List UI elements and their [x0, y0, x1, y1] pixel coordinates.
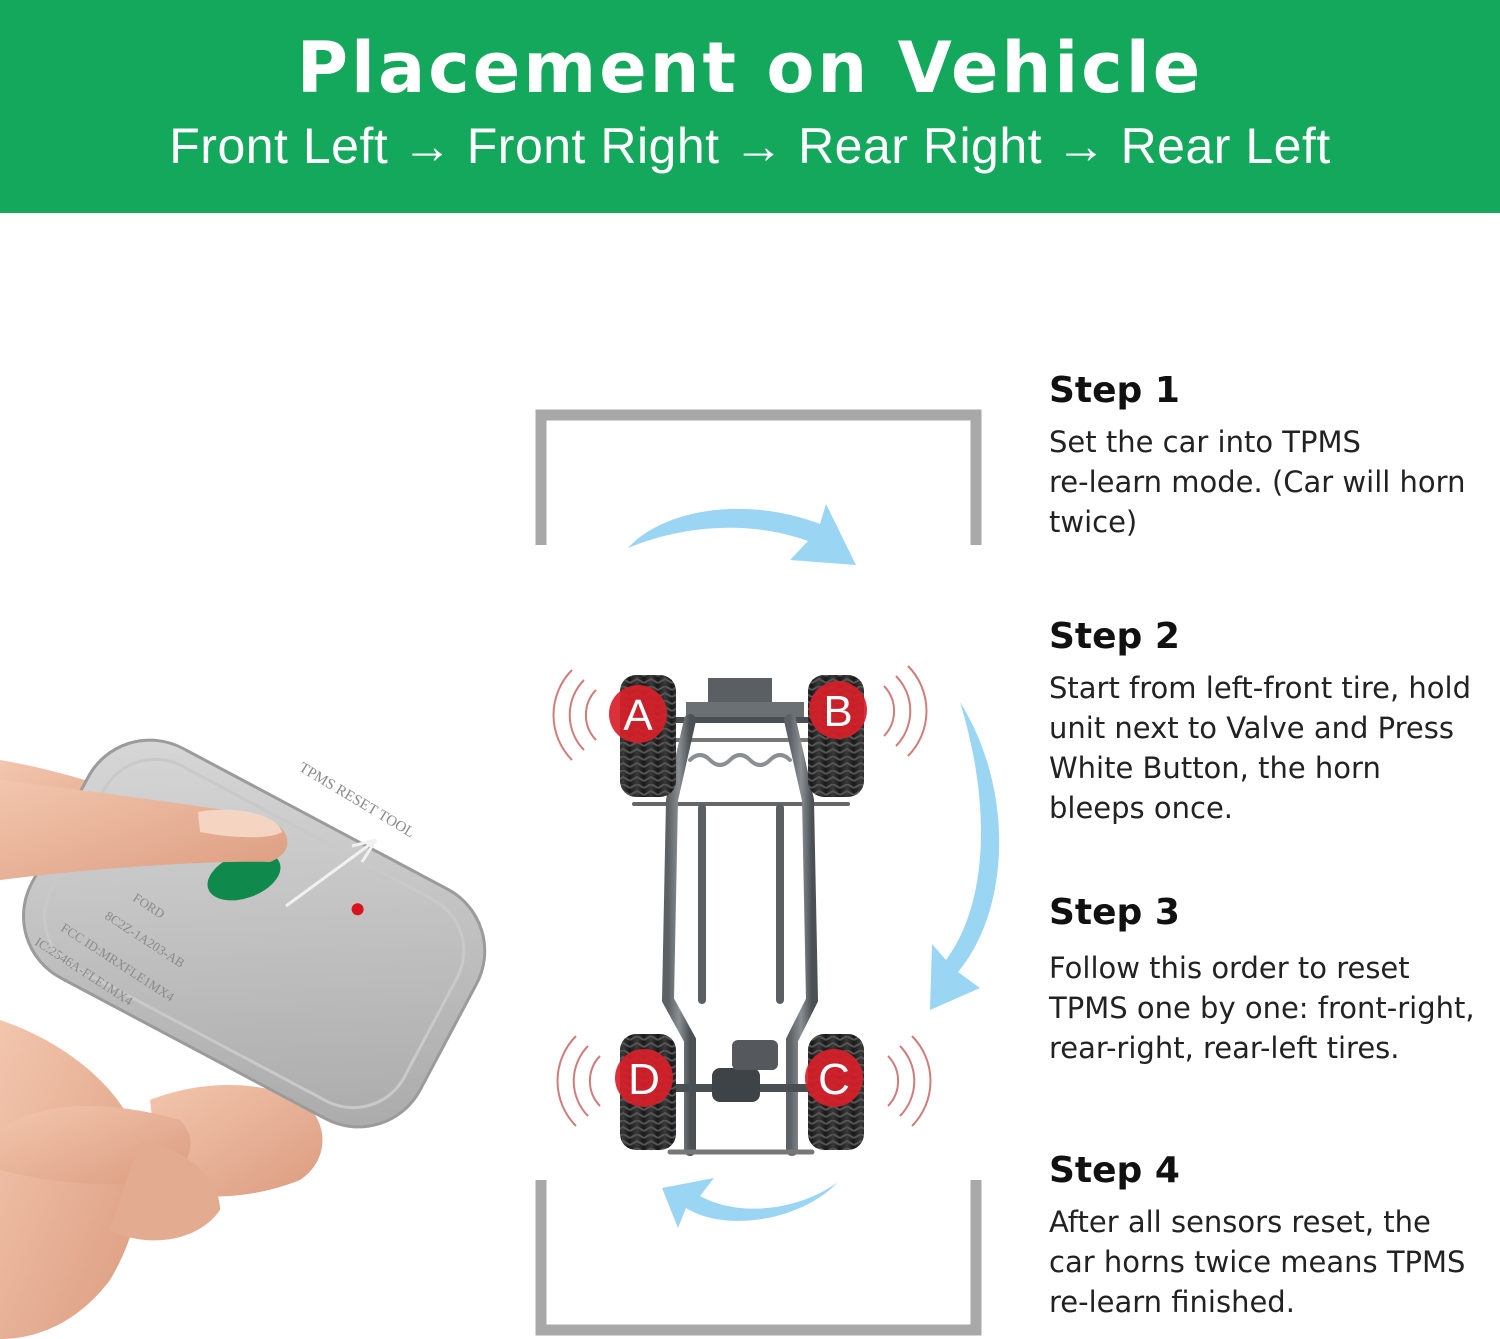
flow-arrow-top-icon — [628, 504, 856, 565]
step-3-line-1: Follow this order to reset — [1049, 951, 1410, 985]
wheel-label-b: B — [823, 687, 852, 736]
step-1-line-1: Set the car into TPMS — [1049, 425, 1361, 459]
vehicle-illustration: A B C D TPMS RESET TOOL FORD 8C2Z-1A203-… — [0, 409, 1000, 1339]
step-3-line-2: TPMS one by one: front-right, — [1049, 991, 1475, 1025]
frame-top-bracket — [535, 409, 982, 545]
hand-holding-device: TPMS RESET TOOL FORD 8C2Z-1A203-AB FCC I… — [0, 738, 487, 1339]
step-3-title: Step 3 — [1049, 892, 1180, 933]
frame-bottom-bracket — [535, 1180, 982, 1336]
signal-waves-icon — [552, 665, 932, 1127]
wheel-badge-d: D — [615, 1049, 673, 1107]
step-1: Step 1 Set the car into TPMS re-learn mo… — [1049, 370, 1494, 542]
step-4-title: Step 4 — [1049, 1150, 1180, 1191]
sequence-rear-right: Rear Right — [798, 118, 1043, 174]
step-4-text: After all sensors reset, the car horns t… — [1049, 1202, 1494, 1322]
step-3-text: Follow this order to reset TPMS one by o… — [1049, 948, 1494, 1068]
right-arrow-icon: → — [733, 118, 785, 174]
step-2-text: Start from left-front tire, hold unit ne… — [1049, 668, 1494, 828]
sequence-front-left: Front Left — [169, 118, 389, 174]
sequence-front-right: Front Right — [466, 118, 720, 174]
wheel-badge-c: C — [805, 1049, 863, 1107]
step-3-line-3: rear-right, rear-left tires. — [1049, 1031, 1400, 1065]
step-1-text: Set the car into TPMS re-learn mode. (Ca… — [1049, 422, 1494, 542]
white-button — [207, 851, 281, 901]
step-1-line-3: twice) — [1049, 505, 1138, 539]
wheel-label-d: D — [628, 1055, 660, 1104]
right-arrow-icon: → — [1056, 118, 1107, 174]
direction-arrow-icon — [285, 838, 378, 908]
step-2-line-4: bleeps once. — [1049, 791, 1234, 825]
sequence-rear-left: Rear Left — [1120, 118, 1331, 174]
step-4-line-3: re-learn finished. — [1049, 1285, 1295, 1319]
step-4-line-1: After all sensors reset, the — [1049, 1205, 1431, 1239]
placement-sequence: Front Left→Front Right→Rear Right→Rear L… — [0, 116, 1500, 176]
header-banner: Placement on Vehicle Front Left→Front Ri… — [0, 0, 1500, 213]
wheel-label-c: C — [818, 1055, 850, 1104]
step-3: Step 3 Follow this order to reset TPMS o… — [1049, 892, 1494, 1068]
step-2-line-3: White Button, the horn — [1049, 751, 1381, 785]
banner-title: Placement on Vehicle — [296, 27, 1204, 109]
step-1-line-2: re-learn mode. (Car will horn — [1049, 465, 1466, 499]
wheel-badge-a: A — [609, 685, 667, 743]
right-arrow-icon: → — [402, 118, 453, 174]
step-1-title: Step 1 — [1049, 370, 1180, 411]
step-2-line-2: unit next to Valve and Press — [1049, 711, 1454, 745]
car-chassis — [632, 678, 850, 1156]
wheel-badge-b: B — [809, 681, 867, 739]
wheel-label-a: A — [623, 691, 653, 740]
led-indicator — [351, 903, 364, 916]
step-2-line-1: Start from left-front tire, hold — [1049, 671, 1471, 705]
step-4-line-2: car horns twice means TPMS — [1049, 1245, 1466, 1279]
flow-arrow-right-icon — [930, 702, 1000, 1010]
flow-arrow-bottom-icon — [662, 1178, 838, 1228]
step-2: Step 2 Start from left-front tire, hold … — [1049, 616, 1494, 828]
step-4: Step 4 After all sensors reset, the car … — [1049, 1150, 1494, 1322]
step-2-title: Step 2 — [1049, 616, 1180, 657]
